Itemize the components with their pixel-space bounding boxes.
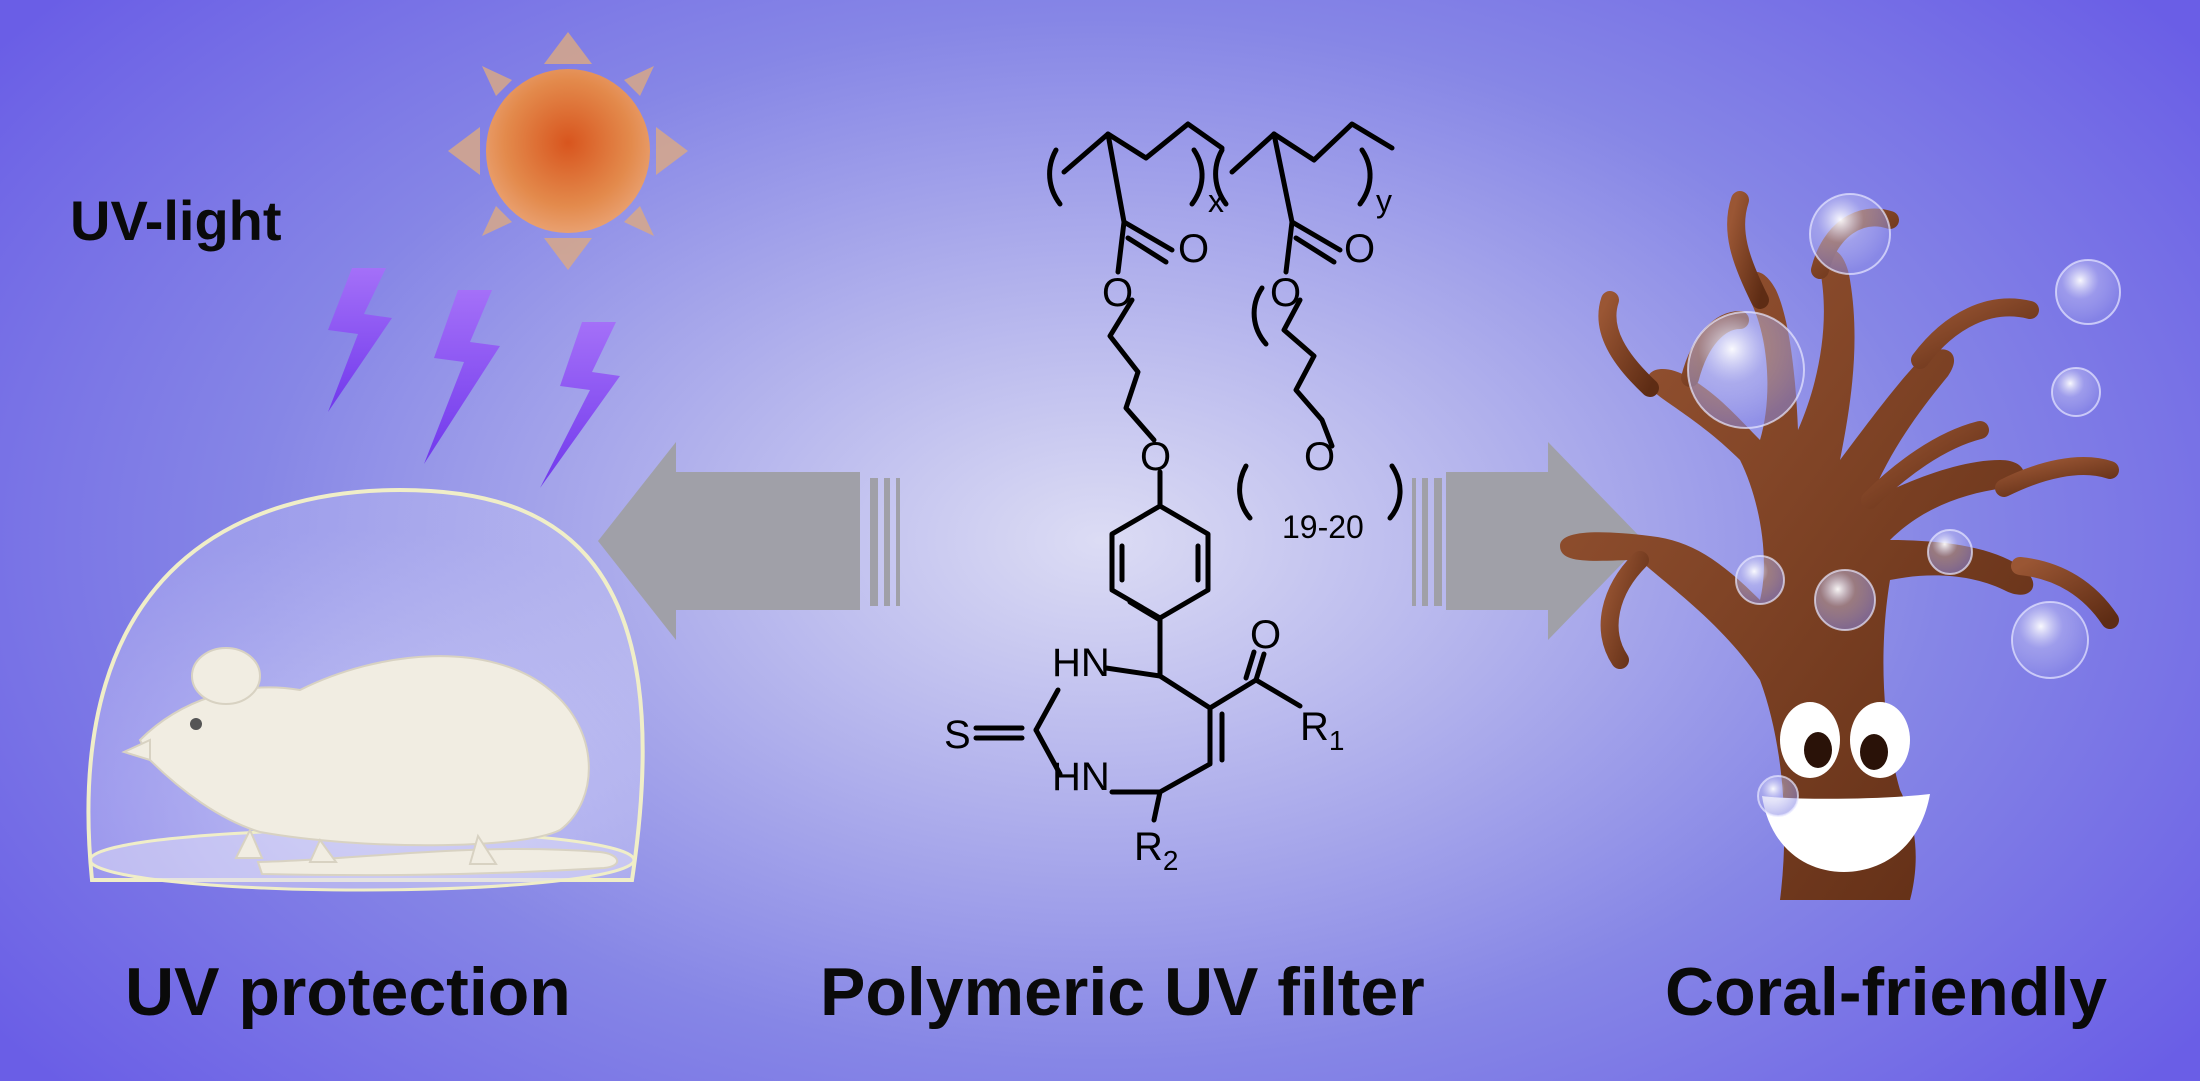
bubbles (1687, 193, 2121, 817)
bubble-icon (2051, 367, 2101, 417)
nh-bottom: HN (1052, 755, 1110, 799)
ester-oxygen-right: O (1270, 271, 1301, 315)
sun-rays (448, 32, 688, 270)
r1-label: R1 (1300, 705, 1344, 756)
subscript-y: y (1376, 183, 1392, 219)
bubble-icon (1814, 569, 1876, 631)
coral-friendly-caption: Coral-friendly (1665, 954, 2108, 1030)
lightning-bolts (328, 268, 620, 488)
bubble-icon (1687, 311, 1805, 429)
lightning-bolt-icon (328, 268, 392, 412)
bubble-icon (2011, 601, 2089, 679)
mouse-illustration (121, 647, 618, 877)
sulfur-atom: S (944, 713, 971, 757)
backbone-y (1229, 121, 1395, 175)
chemical-structure (973, 121, 1403, 823)
nh-top: HN (1052, 641, 1110, 685)
bubble-icon (1757, 775, 1799, 817)
r2-label: R2 (1134, 825, 1178, 876)
phenyl-ring (1109, 503, 1211, 621)
coral-mascot-illustration (1560, 191, 2119, 901)
bubble-icon (1735, 555, 1785, 605)
ether-oxygen-right: O (1304, 435, 1335, 479)
carbonyl-oxygen-right: O (1344, 227, 1375, 271)
arrow-left-icon (598, 442, 900, 640)
sun-icon (448, 32, 688, 270)
polymeric-uv-filter-caption: Polymeric UV filter (820, 954, 1425, 1030)
subscript-x: x (1208, 183, 1224, 219)
uv-protection-caption: UV protection (125, 954, 571, 1030)
ketone-oxygen: O (1250, 613, 1281, 657)
lightning-bolt-icon (424, 290, 500, 464)
backbone-x (1061, 121, 1225, 175)
ether-oxygen-left: O (1140, 435, 1171, 479)
ester-oxygen-left: O (1102, 271, 1133, 315)
subscript-peg: 19-20 (1282, 509, 1364, 545)
structure-labels: x y O O O O O O 19-20 O HN HN S R1 R2 (944, 183, 1392, 876)
bubble-icon (1809, 193, 1891, 275)
uv-light-label: UV-light (70, 189, 282, 252)
lightning-bolt-icon (540, 322, 620, 488)
carbonyl-oxygen-left: O (1178, 227, 1209, 271)
bubble-icon (2055, 259, 2121, 325)
bubble-icon (1927, 529, 1973, 575)
